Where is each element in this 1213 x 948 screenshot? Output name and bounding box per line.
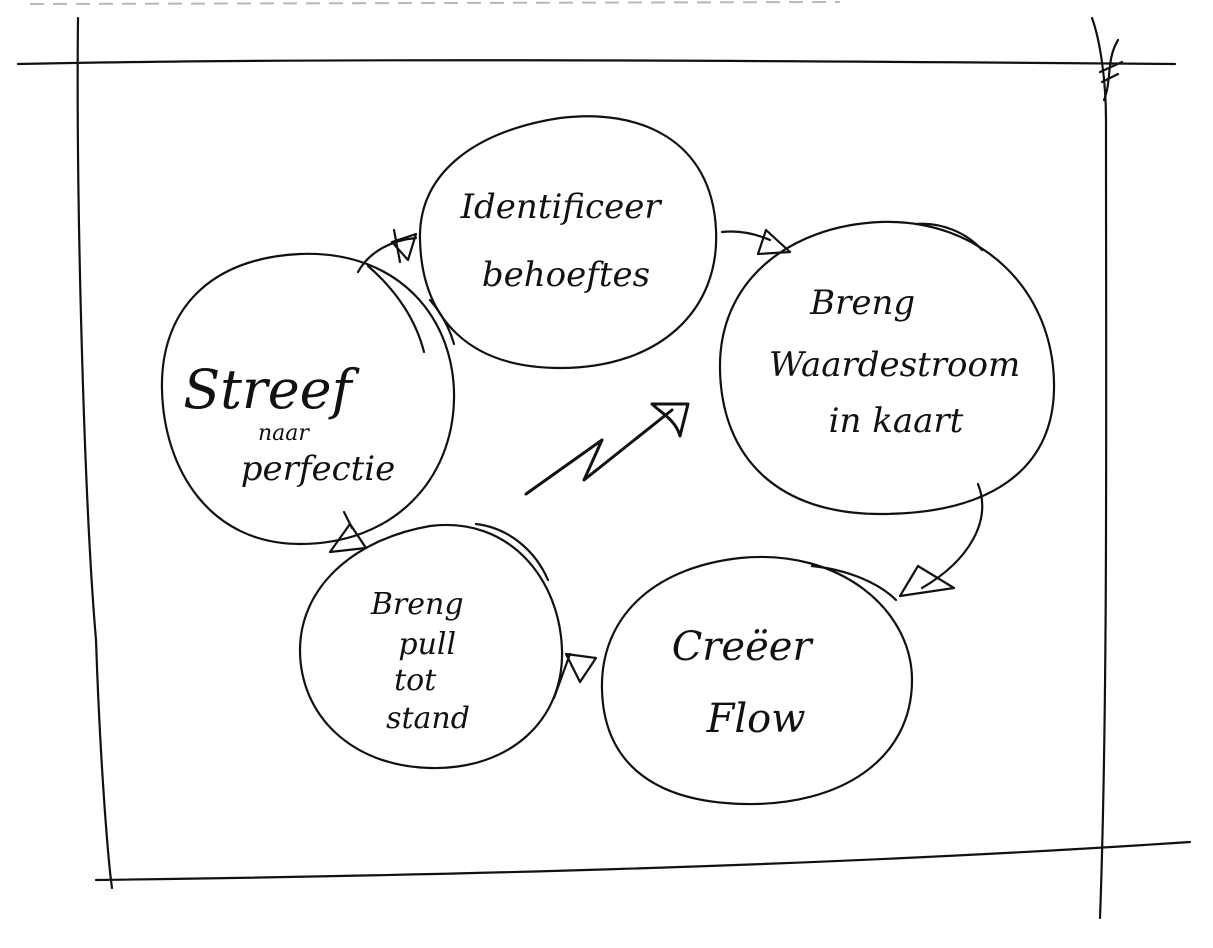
label-identify-line: behoeftes — [482, 255, 650, 295]
cycle-arrows — [328, 222, 984, 700]
label-pull: Breng pull tot stand — [370, 587, 473, 736]
cycle-labels: Identificeer behoeftes Breng Waardestroo… — [183, 187, 1031, 742]
frame-corner-scribble — [1098, 38, 1124, 102]
inner-curve-pull — [474, 522, 550, 582]
label-map-line: Breng — [809, 283, 915, 323]
label-perfection-line: Streef — [183, 358, 359, 421]
node-map-circle — [718, 220, 1056, 516]
label-identify-line: Identificeer — [460, 187, 663, 227]
node-identify-circle — [418, 115, 718, 370]
frame — [16, 16, 1192, 920]
label-perfection-line: perfectie — [241, 449, 396, 489]
label-map-line: in kaart — [829, 401, 964, 441]
frame-top-line — [16, 59, 1177, 66]
label-perfection: Streef naar perfectie — [183, 358, 395, 489]
arrow-flow-to-pull — [552, 652, 598, 700]
frame-left-line — [76, 16, 114, 890]
inner-curve-flow — [810, 564, 898, 602]
scan-artifact — [29, 1, 841, 5]
label-flow-line: Flow — [706, 696, 806, 742]
inner-curve-map — [914, 222, 984, 252]
node-flow-circle — [600, 555, 914, 806]
node-perfection-circle — [160, 252, 456, 546]
label-perfection-line: naar — [258, 421, 310, 446]
frame-bottom-line — [94, 840, 1192, 882]
inner-curve-identify — [428, 298, 456, 346]
label-identify: Identificeer behoeftes — [460, 187, 672, 295]
label-flow-line: Creëer — [672, 624, 815, 670]
label-pull-line: stand — [386, 701, 470, 736]
inner-curve-perfection — [366, 264, 426, 354]
arrow-map-to-flow — [898, 482, 984, 598]
arrow-pull-to-perfection — [328, 510, 368, 554]
label-map: Breng Waardestroom in kaart — [769, 283, 1031, 441]
label-pull-line: tot — [394, 663, 437, 698]
center-lightning-arrow-icon — [524, 402, 690, 496]
arrow-identify-to-map — [720, 228, 792, 256]
label-pull-line: pull — [398, 627, 456, 662]
label-flow: Creëer Flow — [672, 624, 825, 742]
arrow-perfection-to-identify — [356, 228, 418, 274]
label-map-line: Waardestroom — [769, 345, 1020, 385]
label-pull-line: Breng — [370, 587, 464, 622]
frame-right-line — [1090, 16, 1108, 920]
